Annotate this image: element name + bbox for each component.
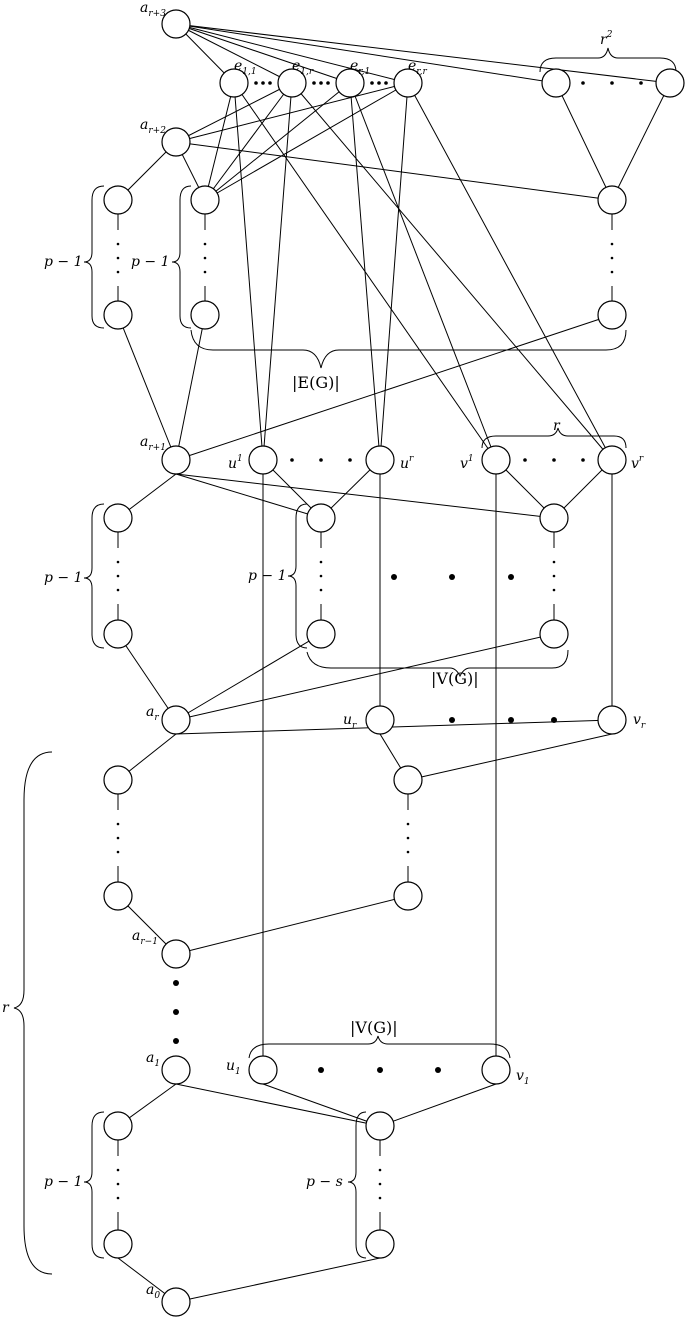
node-v-sup-r bbox=[597, 445, 627, 475]
label-edges-count: |E(G)| bbox=[292, 373, 340, 392]
label-v-sup-1: v1 bbox=[460, 454, 474, 472]
node-mid-col2-top bbox=[306, 503, 336, 533]
node-v-sub-1 bbox=[481, 1055, 511, 1085]
node-r2-first bbox=[541, 68, 571, 98]
node-low-col2-bottom bbox=[393, 881, 423, 911]
brace-vertices-mid bbox=[306, 649, 569, 678]
node-a-r-plus-3 bbox=[161, 9, 191, 39]
node-e-r-r bbox=[393, 68, 423, 98]
node-col3-bottom bbox=[597, 300, 627, 330]
brace-r-top bbox=[481, 427, 627, 449]
node-mid-col1-top bbox=[103, 503, 133, 533]
node-r2-last bbox=[655, 68, 685, 98]
node-labels: ar+3 e1,1 e1,r er,1 er,r ar+2 ar+1 u1 ur… bbox=[132, 0, 646, 1301]
node-mid-col2-bottom bbox=[306, 619, 336, 649]
node-col3-top bbox=[597, 185, 627, 215]
brace-pminus1-mid-mid bbox=[287, 503, 308, 649]
node-u-sub-r bbox=[365, 705, 395, 735]
label-a-r-plus-3: ar+3 bbox=[140, 0, 166, 19]
node-e-r-1 bbox=[335, 68, 365, 98]
label-vertices-count-mid: |V(G)| bbox=[431, 669, 479, 688]
label-e-r-r: er,r bbox=[408, 58, 427, 77]
label-p-minus-1-top-left: p − 1 bbox=[44, 254, 83, 270]
node-a-r-minus-1 bbox=[161, 939, 191, 969]
label-u-sup-r: ur bbox=[400, 454, 414, 472]
label-r-left: r bbox=[2, 1000, 10, 1016]
brace-r-squared bbox=[539, 47, 677, 73]
label-a-1: a1 bbox=[146, 1050, 160, 1069]
label-v-sup-r: vr bbox=[631, 454, 644, 472]
label-a-r-plus-1: ar+1 bbox=[140, 434, 166, 453]
node-a-r-plus-1 bbox=[161, 445, 191, 475]
node-final-col1-bottom bbox=[103, 1229, 133, 1259]
label-p-minus-1-bottom: p − 1 bbox=[44, 1174, 83, 1190]
braces bbox=[13, 47, 677, 1275]
label-v-sub-1: v1 bbox=[516, 1068, 530, 1087]
node-final-col1-top bbox=[103, 1111, 133, 1141]
label-p-minus-s: p − s bbox=[306, 1174, 343, 1190]
node-a-1 bbox=[161, 1055, 191, 1085]
label-u-sub-1: u1 bbox=[226, 1058, 241, 1077]
node-low-col2-top bbox=[393, 765, 423, 795]
node-mid-col3-bottom bbox=[539, 619, 569, 649]
brace-pminus1-top-left bbox=[83, 185, 105, 329]
label-p-minus-1-top-mid: p − 1 bbox=[131, 254, 170, 270]
label-u-sup-1: u1 bbox=[228, 454, 243, 472]
node-col1-top bbox=[103, 185, 133, 215]
nodes bbox=[103, 9, 685, 1317]
node-a-r bbox=[161, 705, 191, 735]
label-r-top: r bbox=[553, 418, 561, 434]
brace-pminus1-bottom bbox=[83, 1111, 105, 1259]
node-u-sup-1 bbox=[248, 445, 278, 475]
node-a-r-plus-2 bbox=[161, 127, 191, 157]
node-a-0 bbox=[161, 1287, 191, 1317]
node-low-col1-top bbox=[103, 765, 133, 795]
label-e-1-1: e1,1 bbox=[234, 58, 257, 77]
label-v-sub-r: vr bbox=[633, 712, 646, 731]
node-e-1-1 bbox=[219, 68, 249, 98]
brace-pminuss bbox=[347, 1111, 367, 1259]
edges bbox=[117, 23, 671, 1303]
label-p-minus-1-mid-mid: p − 1 bbox=[248, 568, 287, 584]
node-u-sub-1 bbox=[248, 1055, 278, 1085]
brace-pminus1-top-mid bbox=[171, 185, 192, 329]
node-col1-bottom bbox=[103, 300, 133, 330]
label-r-squared: r2 bbox=[600, 30, 613, 48]
node-v-sup-1 bbox=[481, 445, 511, 475]
ellipsis-dots bbox=[116, 81, 643, 1200]
brace-r-left bbox=[13, 751, 53, 1275]
node-u-sup-r bbox=[365, 445, 395, 475]
label-u-sub-r: ur bbox=[343, 712, 357, 731]
label-p-minus-1-mid-left: p − 1 bbox=[44, 570, 83, 586]
label-a-r-plus-2: ar+2 bbox=[140, 117, 166, 136]
brace-vertices-low bbox=[248, 1035, 511, 1059]
label-e-1-r: e1,r bbox=[292, 58, 314, 77]
node-final-col2-bottom bbox=[365, 1229, 395, 1259]
node-v-sub-r bbox=[597, 705, 627, 735]
node-mid-col3-top bbox=[539, 503, 569, 533]
label-a-r: ar bbox=[146, 704, 159, 723]
node-final-col2-top bbox=[365, 1111, 395, 1141]
node-col2-bottom bbox=[190, 300, 220, 330]
node-mid-col1-bottom bbox=[103, 619, 133, 649]
label-e-r-1: er,1 bbox=[350, 58, 370, 77]
brace-pminus1-mid-left bbox=[83, 503, 105, 649]
brace-labels: r2 p − 1 p − 1 |E(G)| r p − 1 p − 1 |V(G… bbox=[2, 30, 613, 1190]
brace-edges bbox=[190, 329, 627, 369]
node-e-1-r bbox=[277, 68, 307, 98]
node-col2-top bbox=[190, 185, 220, 215]
label-a-r-minus-1: ar−1 bbox=[132, 928, 158, 947]
label-a-0: a0 bbox=[146, 1282, 160, 1301]
label-vertices-count-low: |V(G)| bbox=[350, 1018, 398, 1037]
node-low-col1-bottom bbox=[103, 881, 133, 911]
